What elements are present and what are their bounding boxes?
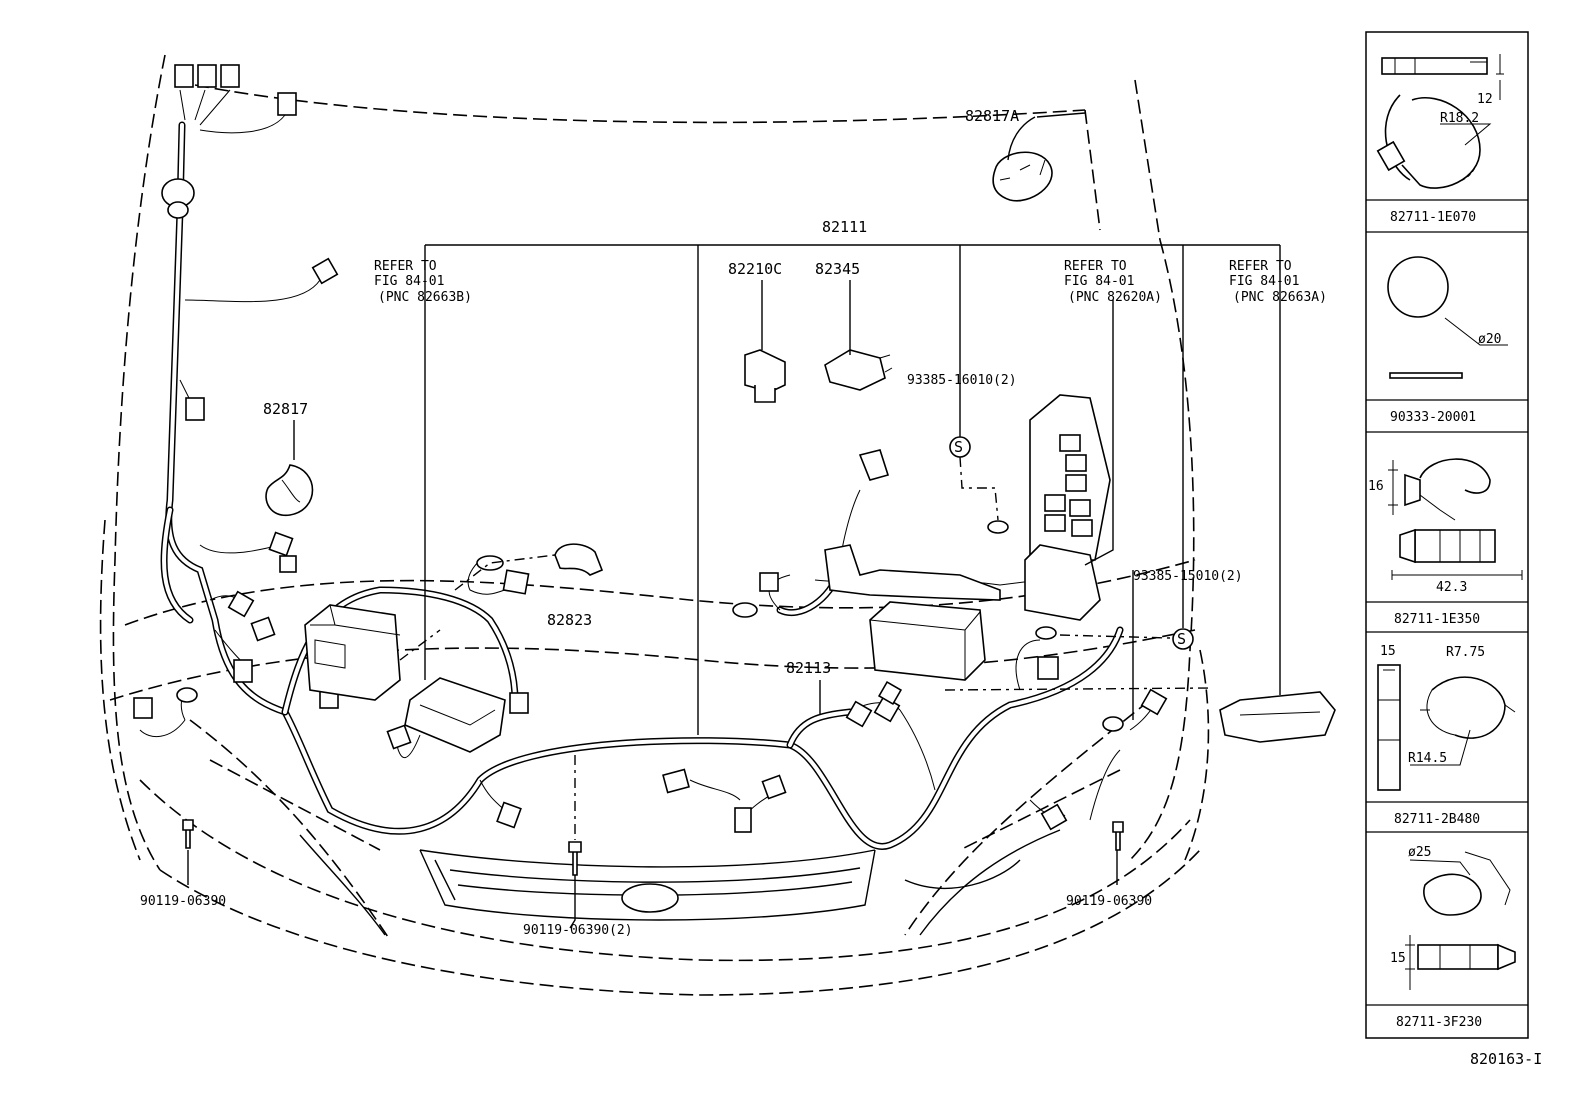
car-body-outline <box>99 54 1210 996</box>
cover-82663A-icon <box>1219 691 1336 743</box>
bolt-icon <box>182 819 194 849</box>
connector-icon <box>133 697 153 719</box>
svg-text:S: S <box>954 438 963 456</box>
connector-icon <box>877 680 903 706</box>
ecu-box-icon <box>869 601 986 681</box>
label-82210C: 82210C <box>728 260 782 278</box>
connector-icon <box>734 807 752 833</box>
svg-text:15: 15 <box>1380 644 1396 659</box>
connector-icon <box>233 659 253 683</box>
connector-icon <box>759 572 779 592</box>
fuse-block-icon <box>1024 544 1101 621</box>
connector-icon <box>279 555 297 573</box>
svg-text:REFER TO: REFER TO <box>1229 259 1292 274</box>
svg-text:FIG 84-01: FIG 84-01 <box>1229 274 1299 289</box>
panel-part-number: 82711-2B480 <box>1394 812 1480 827</box>
label-82823: 82823 <box>547 611 592 629</box>
connector-icon <box>1037 656 1059 680</box>
clip-82817A-icon <box>992 151 1053 202</box>
connector-icon <box>1040 803 1068 831</box>
svg-text:FIG 84-01: FIG 84-01 <box>374 274 444 289</box>
bracket-icon <box>824 544 1001 601</box>
connector-icon <box>662 768 690 794</box>
diagram-id: 820163-I <box>1470 1050 1542 1068</box>
right-headlamp-edge <box>919 829 1061 936</box>
svg-text:15: 15 <box>1390 951 1406 966</box>
svg-text:(PNC 82620A): (PNC 82620A) <box>1068 290 1162 305</box>
connector-icon <box>250 616 276 642</box>
bolt-icon <box>1112 821 1124 851</box>
detail-82711-1E350: 16 42.3 82711-1E350 <box>1368 458 1523 627</box>
connector-icon <box>761 774 787 800</box>
leader-lines <box>187 112 1281 929</box>
cap-82823-icon <box>554 543 604 576</box>
connector-icon <box>277 92 297 116</box>
connector-icon <box>386 724 412 750</box>
panel-part-number: 82711-3F230 <box>1396 1015 1482 1030</box>
label-82817A: 82817A <box>965 107 1019 125</box>
svg-text:S: S <box>1177 630 1186 648</box>
connectors <box>133 64 1168 833</box>
svg-text:R7.75: R7.75 <box>1446 645 1485 660</box>
label-82111: 82111 <box>822 218 867 236</box>
refer-note-3: REFER TO FIG 84-01 (PNC 82663A) <box>1229 259 1327 305</box>
detail-90333-20001: ø20 90333-20001 <box>1387 256 1508 425</box>
panel-part-number: 82711-1E070 <box>1390 210 1476 225</box>
label-93385-15010: 93385-15010(2) <box>1133 569 1243 584</box>
svg-text:(PNC 82663B): (PNC 82663B) <box>378 290 472 305</box>
svg-text:REFER TO: REFER TO <box>374 259 437 274</box>
label-82817: 82817 <box>263 400 308 418</box>
panel-part-number: 90333-20001 <box>1390 410 1476 425</box>
connector-icon <box>268 531 294 557</box>
connector-icon <box>502 569 530 595</box>
connector-icon <box>845 700 873 728</box>
connector-icon <box>509 692 529 714</box>
label-90119-right: 90119-06390 <box>1066 894 1152 909</box>
connector-icon <box>174 64 194 88</box>
svg-text:R18.2: R18.2 <box>1440 111 1479 126</box>
svg-text:REFER TO: REFER TO <box>1064 259 1127 274</box>
svg-text:FIG 84-01: FIG 84-01 <box>1064 274 1134 289</box>
part-shapes: S S <box>182 151 1336 876</box>
relay-82210C-icon <box>744 349 786 393</box>
battery-icon <box>304 604 401 701</box>
svg-text:42.3: 42.3 <box>1436 580 1467 595</box>
connector-icon <box>227 590 255 618</box>
detail-82711-3F230: ø25 15 82711-3F230 <box>1390 845 1516 1030</box>
label-82345: 82345 <box>815 260 860 278</box>
label-82113: 82113 <box>786 659 831 677</box>
svg-text:ø25: ø25 <box>1408 845 1431 860</box>
refer-note-2: REFER TO FIG 84-01 (PNC 82620A) <box>1064 259 1162 305</box>
label-90119-center: 90119-06390(2) <box>523 923 633 938</box>
connector-icon <box>197 64 217 88</box>
svg-text:16: 16 <box>1368 479 1384 494</box>
svg-text:12: 12 <box>1477 92 1493 107</box>
svg-text:ø20: ø20 <box>1478 332 1501 347</box>
clip-s-icon <box>1172 628 1194 650</box>
connector-icon <box>220 64 240 88</box>
ground-bracket-icon <box>858 449 890 481</box>
svg-text:R14.5: R14.5 <box>1408 751 1447 766</box>
connector-icon <box>311 257 339 285</box>
left-headlamp-edge <box>299 834 386 936</box>
callout-labels: 82817A 82111 82210C 82345 82817 82823 82… <box>140 107 1327 938</box>
emblem-icon <box>621 883 679 913</box>
connector-icon <box>496 801 522 829</box>
connector-icon <box>185 397 205 421</box>
panel-part-number: 82711-1E350 <box>1394 612 1480 627</box>
refer-note-1: REFER TO FIG 84-01 (PNC 82663B) <box>374 259 472 305</box>
detail-82711-1E070: 12 R18.2 82711-1E070 <box>1376 54 1504 225</box>
relay-82345-icon <box>824 349 886 391</box>
bolt-icon <box>568 841 582 876</box>
junction-block-left-icon <box>404 677 506 753</box>
label-93385-16010: 93385-16010(2) <box>907 373 1017 388</box>
svg-text:(PNC 82663A): (PNC 82663A) <box>1233 290 1327 305</box>
label-90119-left: 90119-06390 <box>140 894 226 909</box>
connector-icon <box>1140 688 1168 716</box>
detail-82711-2B480: 15 R7.75 R14.5 82711-2B480 <box>1377 644 1516 827</box>
front-grille <box>419 849 1021 921</box>
detail-panels: 12 R18.2 82711-1E070 ø20 90333-20001 16 … <box>1365 31 1529 1039</box>
